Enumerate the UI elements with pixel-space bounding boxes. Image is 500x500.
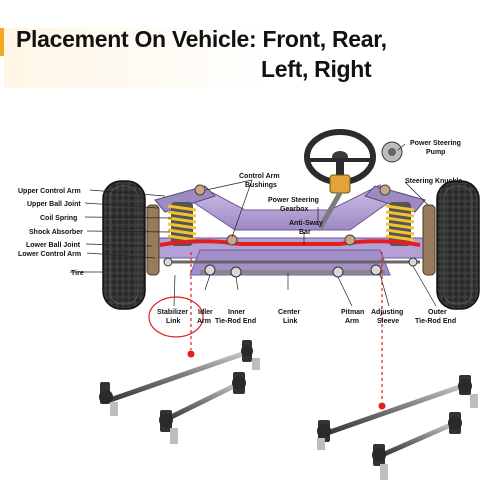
product-link-3 [317,375,478,450]
label-idler-arm-2: Arm [197,318,211,325]
label-adjusting-sleeve-1: Adjusting [371,309,403,316]
label-power-steering-gearbox-1: Power Steering [268,197,319,204]
label-tire: Tire [71,270,84,277]
label-stabilizer-link-2: Link [166,318,180,325]
label-control-arm-bushings-2: Bushings [245,182,277,189]
label-outer-tie-rod-2: Tie-Rod End [415,318,456,325]
label-stabilizer-link-1: Stabilizer [157,309,188,316]
steering-wheel [304,129,376,230]
product-link-1 [99,340,260,416]
label-adjusting-sleeve-2: Sleeve [377,318,399,325]
product-link-2 [159,372,246,444]
placement-markers [187,252,386,410]
anti-sway-bar [159,239,421,247]
label-steering-knuckle: Steering Knuckle [405,178,462,185]
steering-linkage [163,257,420,278]
stabilizer-link-highlight [148,296,204,338]
power-steering-pump [381,141,403,163]
product-link-4 [372,412,462,480]
label-control-arm-bushings-1: Control Arm [239,173,280,180]
coil-spring-left [167,202,197,246]
leader-lines [70,143,437,307]
label-lower-ball-joint: Lower Ball Joint [26,242,81,249]
label-coil-spring: Coil Spring [40,215,77,222]
label-upper-ball-joint: Upper Ball Joint [27,201,81,208]
title-line-2: Left, Right [261,56,372,82]
label-pitman-arm-2: Arm [345,318,359,325]
bushings [194,184,391,246]
label-upper-control-arm: Upper Control Arm [18,188,81,195]
label-anti-sway-bar-2: Bar [299,229,311,236]
right-tire [436,180,480,310]
label-shock-absorber: Shock Absorber [29,229,83,236]
label-center-link-2: Link [283,318,297,325]
title-accent-bar [0,28,4,56]
label-power-steering-gearbox-2: Gearbox [280,206,309,213]
part-labels: Upper Control Arm Upper Ball Joint Coil … [18,140,462,325]
label-center-link-1: Center [278,309,300,316]
label-outer-tie-rod-1: Outer [428,309,447,316]
label-inner-tie-rod-1: Inner [228,309,245,316]
label-anti-sway-bar-1: Anti-Sway [289,220,323,227]
label-inner-tie-rod-2: Tie-Rod End [215,318,256,325]
title-block: Placement On Vehicle: Front, Rear, Left,… [0,0,500,95]
label-power-steering-pump-2: Pump [426,149,445,156]
title-highlight [4,28,344,88]
label-power-steering-pump-1: Power Steering [410,140,461,147]
knuckle-right [422,204,436,276]
label-pitman-arm-1: Pitman [341,309,364,316]
label-idler-arm-1: Idler [198,309,213,316]
label-lower-control-arm: Lower Control Arm [18,251,81,258]
coil-spring-right [385,202,415,246]
title-line-1: Placement On Vehicle: Front, Rear, [16,26,387,52]
knuckle-left [146,204,160,276]
